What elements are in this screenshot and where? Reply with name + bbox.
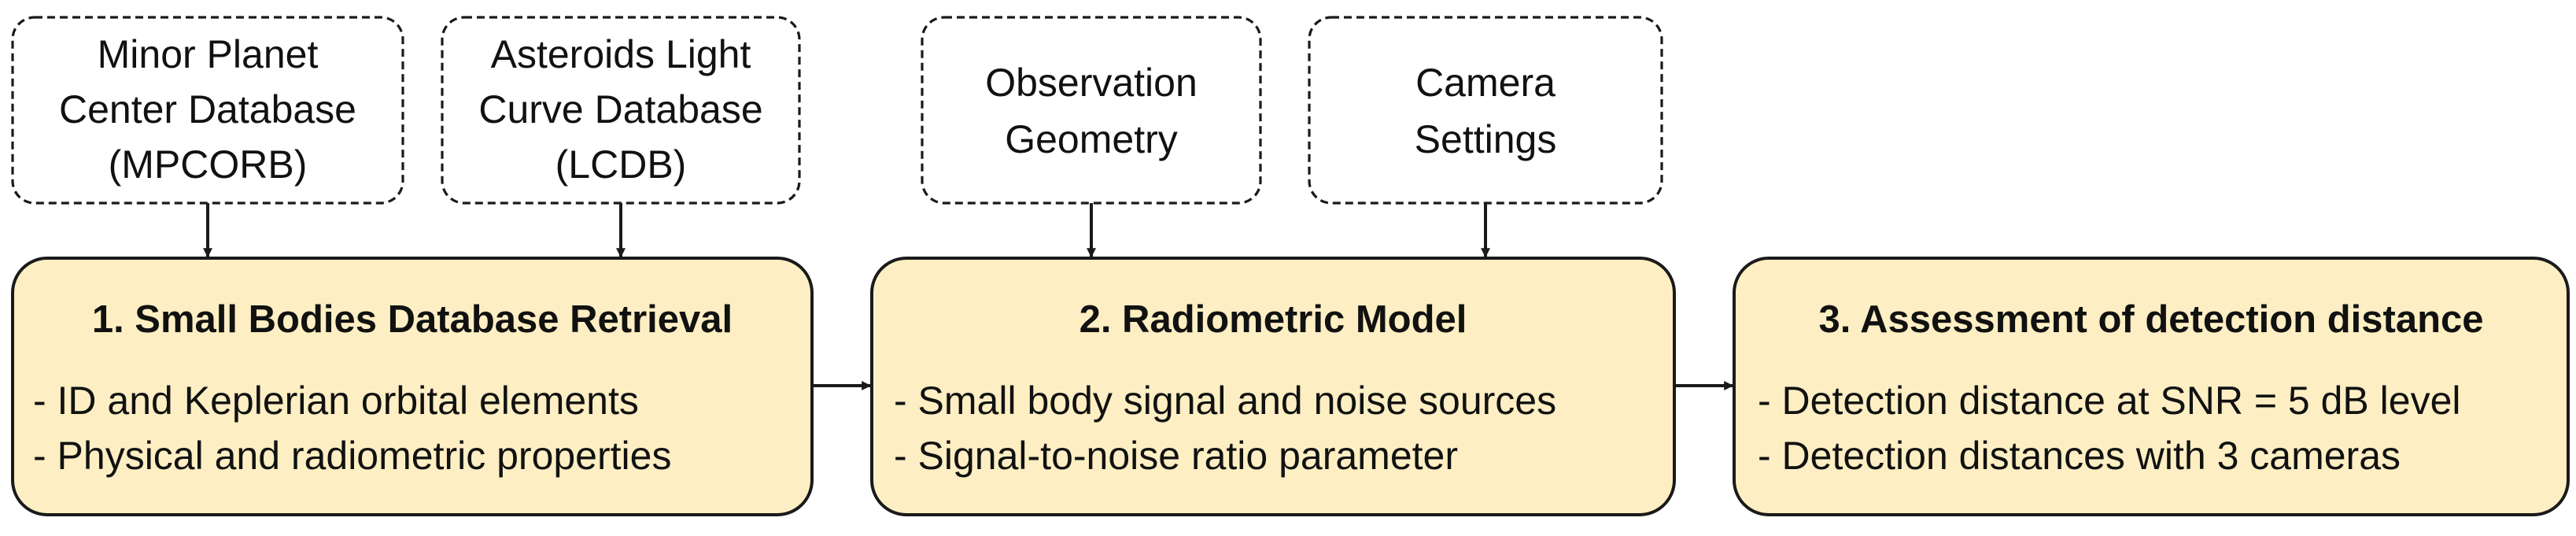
- stage-1-bullet-1: - ID and Keplerian orbital elements: [33, 379, 639, 423]
- stage-2-bullet-2: - Signal-to-noise ratio parameter: [894, 434, 1458, 478]
- stage-1-title: 1. Small Bodies Database Retrieval: [92, 298, 733, 341]
- source-observation-geometry-line-1: Observation: [985, 61, 1198, 105]
- source-mpcorb-line-2: Center Database: [59, 87, 356, 131]
- source-box-mpcorb: Minor Planet Center Database (MPCORB): [11, 16, 404, 205]
- source-lcdb-line-3: (LCDB): [555, 142, 687, 187]
- source-box-camera-settings-frame: [1308, 16, 1663, 205]
- source-box-mpcorb-frame: [11, 16, 404, 205]
- source-mpcorb-line-3: (MPCORB): [109, 142, 308, 187]
- source-lcdb-line-1: Asteroids Light: [491, 32, 751, 76]
- stage-box-3-frame: [1733, 257, 2570, 516]
- source-box-lcdb: Asteroids Light Curve Database (LCDB): [441, 16, 801, 205]
- stage-box-2: 2. Radiometric Model - Small body signal…: [870, 257, 1676, 516]
- stage-3-bullet-1: - Detection distance at SNR = 5 dB level: [1758, 379, 2461, 423]
- source-box-observation-geometry: Observation Geometry: [921, 16, 1262, 205]
- source-box-camera-settings: Camera Settings: [1308, 16, 1663, 205]
- source-camera-settings-line-1: Camera: [1415, 61, 1556, 105]
- stage-box-3: 3. Assessment of detection distance - De…: [1733, 257, 2570, 516]
- stage-2-title: 2. Radiometric Model: [1079, 298, 1467, 341]
- stage-box-1: 1. Small Bodies Database Retrieval - ID …: [11, 257, 814, 516]
- stage-3-bullet-2: - Detection distances with 3 cameras: [1758, 434, 2401, 478]
- stage-3-title: 3. Assessment of detection distance: [1818, 298, 2483, 341]
- stage-2-bullet-1: - Small body signal and noise sources: [894, 379, 1556, 423]
- source-mpcorb-line-1: Minor Planet: [98, 32, 319, 76]
- source-lcdb-line-2: Curve Database: [478, 87, 762, 131]
- stage-1-bullet-2: - Physical and radiometric properties: [33, 434, 671, 478]
- source-box-observation-geometry-frame: [921, 16, 1262, 205]
- source-camera-settings-line-2: Settings: [1415, 117, 1557, 161]
- source-observation-geometry-line-2: Geometry: [1005, 117, 1178, 161]
